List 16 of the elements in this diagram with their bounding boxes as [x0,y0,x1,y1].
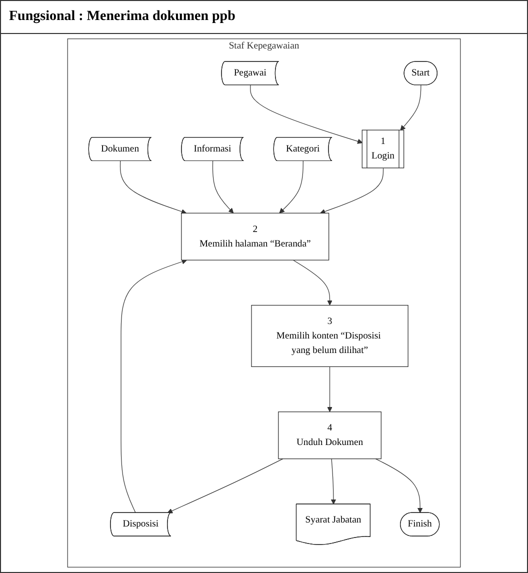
node-box: 4 Unduh Dokumen [278,412,382,460]
diagram-title: Fungsional : Menerima dokumen ppb [1,1,527,34]
node-box: 2 Memilih halaman “Beranda” [181,212,330,260]
arrow [327,366,332,412]
arrow [330,458,336,504]
arrow [375,458,423,514]
arrow [400,84,422,131]
arrow [120,160,186,214]
arrow [167,458,284,514]
node-box: 3 Memilih konten “Disposisi yang belum dilihat” [251,304,408,367]
arrow [292,260,332,306]
arrow [279,160,304,214]
arrow [212,160,234,214]
arrow [320,168,384,214]
arrow [250,84,363,144]
arrow [120,259,187,514]
